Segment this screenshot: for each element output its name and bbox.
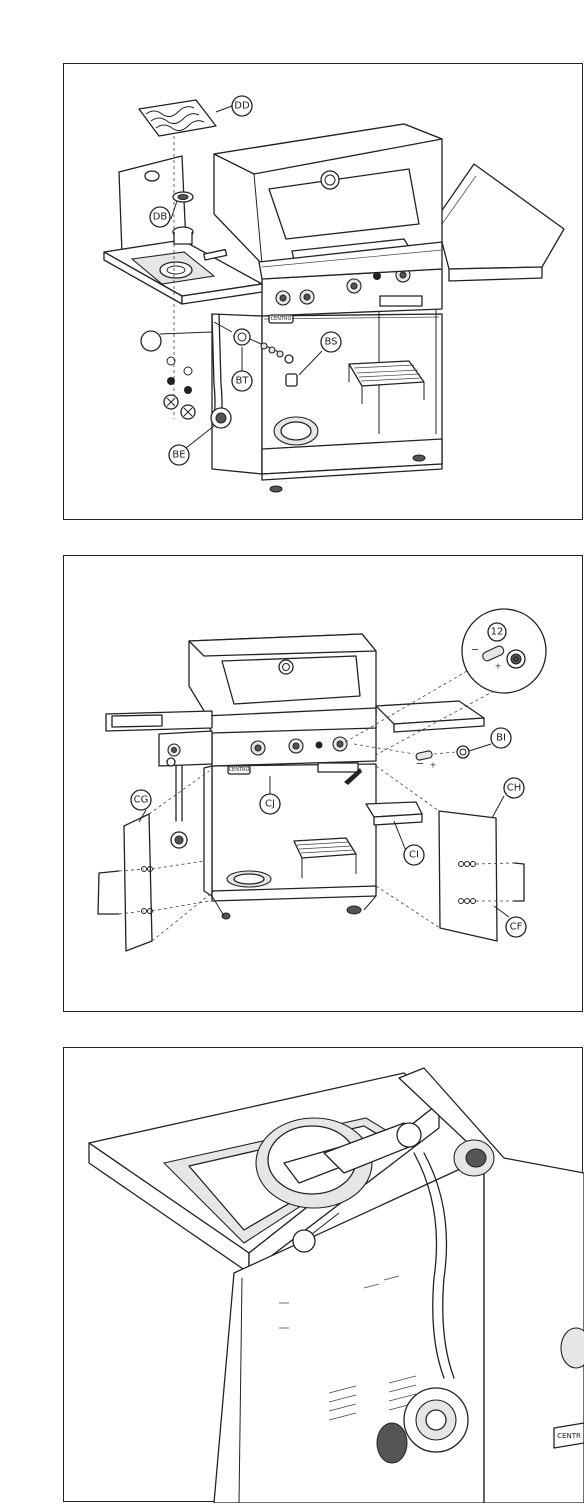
battery-size-label: 12 [491,627,504,638]
brand-plate-text: CENTR [557,1432,581,1440]
callout-dd: DD [216,96,252,116]
right-side-shelf [376,701,484,732]
battery-plus-sign: + [495,662,502,671]
svg-text:DD: DD [234,101,250,112]
brand-plate-text: CENTRO [271,316,292,322]
svg-text:BE: BE [172,450,185,461]
left-door [98,771,214,951]
svg-text:CH: CH [507,783,522,794]
right-door [376,766,524,941]
svg-text:DB: DB [153,212,168,223]
left-side-shelf [106,711,212,766]
grill-assembly-step-1-drawing: CENTRO [64,64,584,521]
svg-text:CI: CI [409,850,419,861]
diagram-panel-step-3: CENTR [63,1047,583,1502]
svg-text:BS: BS [324,337,337,348]
screws-washers [164,357,195,419]
callout-cf: CF [494,906,526,937]
right-side-shelf [436,164,564,281]
callout-blank [141,331,212,351]
svg-text:CF: CF [510,922,523,933]
brand-plate-text: CENTRO [229,767,250,773]
svg-text:BT: BT [236,376,250,387]
battery-minus-sign-2: − [416,759,424,770]
side-burner-bowl [256,1118,421,1208]
grill-assembly-step-2-drawing: CENTRO [64,556,584,1013]
grill-cart [204,764,376,919]
control-knob-part [286,374,297,386]
callout-bi: BI [469,728,511,751]
svg-text:BI: BI [496,733,506,744]
battery-minus-sign: − [471,645,479,656]
callout-ci: CI [394,821,424,865]
grill-lid [214,124,442,279]
diagram-panel-step-2: CENTRO [63,555,583,1012]
side-burner-detail-drawing: CENTR [64,1048,584,1503]
svg-text:CJ: CJ [265,799,275,810]
grill-lid [189,634,376,733]
battery-plus-sign-2: + [430,761,437,770]
callout-be: BE [169,426,214,465]
svg-text:CG: CG [134,795,149,806]
diagram-panel-step-1: CENTRO [63,63,583,520]
callout-ch: CH [492,778,524,818]
gas-hose-regulator [167,758,187,848]
